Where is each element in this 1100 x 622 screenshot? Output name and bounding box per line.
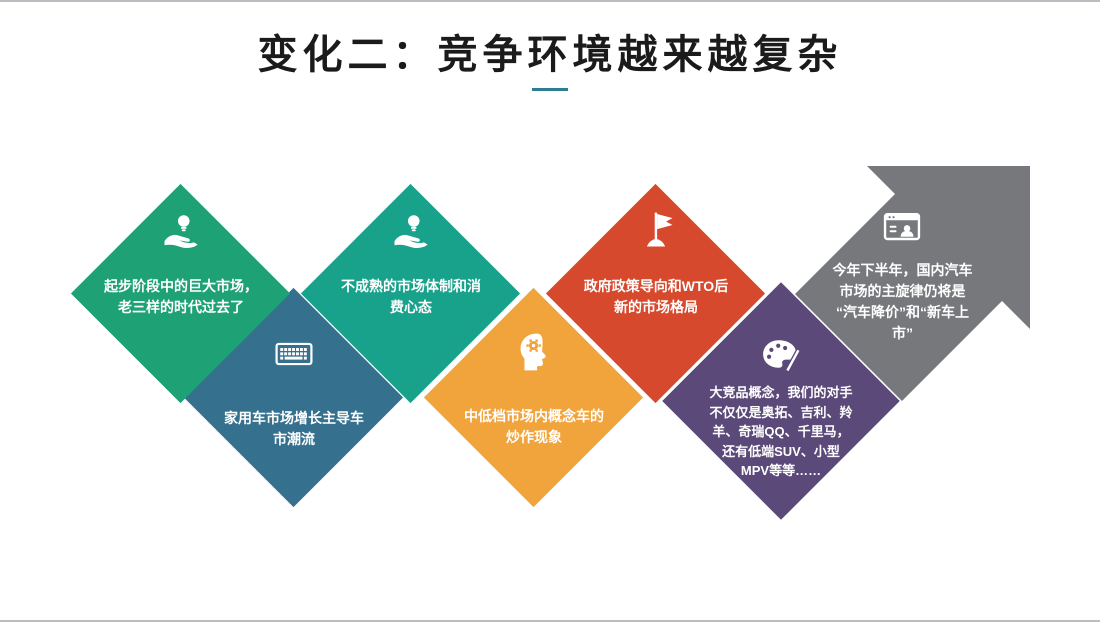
shape-text-policy-wto: 政府政策导向和WTO后 新的市场格局 xyxy=(583,278,729,315)
shape-text-huge-market: 起步阶段中的巨大市场， 老三样的时代过去了 xyxy=(104,278,258,315)
idea-hand-icon xyxy=(164,215,198,249)
shape-text-competitors: 大竞品概念，我们的对手 不仅仅是奥拓、吉利、羚 羊、奇瑞QQ、千里马， 还有低端… xyxy=(709,385,853,478)
slide-title: 变化二：竞争环境越来越复杂 xyxy=(257,33,843,77)
keyboard-icon xyxy=(275,342,313,366)
shape-text-family-car-trend: 家用车市场增长主导车 市潮流 xyxy=(224,410,364,447)
flag-icon xyxy=(646,212,673,247)
shape-text-concept-car-hype: 中低档市场内概念车的 炒作现象 xyxy=(464,408,604,445)
idea-hand-icon xyxy=(394,215,428,249)
title-underline xyxy=(532,88,568,91)
palette-icon xyxy=(763,340,801,372)
screen-person-icon xyxy=(883,213,921,241)
think-head-icon xyxy=(520,333,546,371)
shape-text-immature-market: 不成熟的市场体制和消 费心态 xyxy=(341,278,481,315)
shape-text-second-half-trend: 今年下半年，国内汽车 市场的主旋律仍将是 “汽车降价”和“新车上 市” xyxy=(832,262,973,341)
